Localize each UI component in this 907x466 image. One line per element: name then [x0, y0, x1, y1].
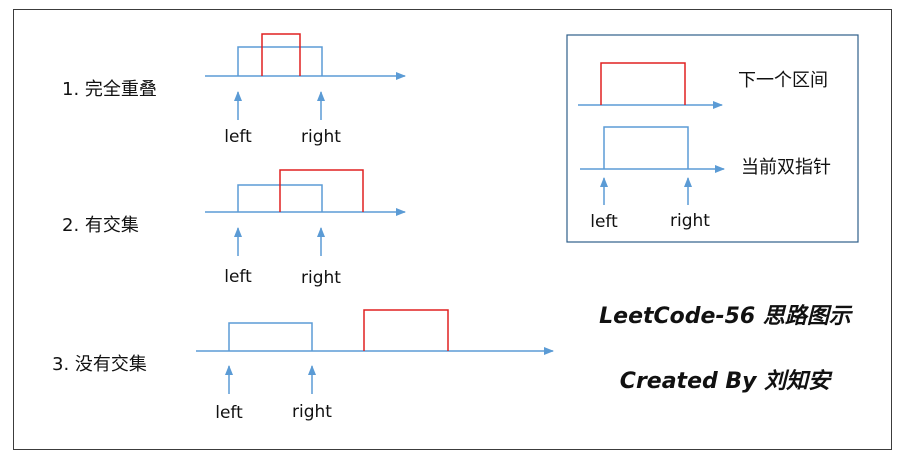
case-2-next-interval — [279, 169, 364, 212]
case-3-title: 3. 没有交集 — [52, 354, 147, 375]
caption-author: Created By 刘知安 — [620, 368, 833, 394]
case-1-current-interval — [237, 46, 323, 76]
legend-box: 下一个区间 当前双指针 left right — [566, 34, 859, 243]
legend-current-interval-swatch — [603, 126, 689, 169]
case-full-overlap: 1. 完全重叠 left right — [62, 33, 406, 147]
caption-title: LeetCode-56 思路图示 — [599, 304, 854, 329]
case-2-left-label: left — [224, 267, 252, 287]
case-1-next-interval — [261, 33, 301, 76]
case-2-right-label: right — [301, 268, 341, 288]
case-partial-overlap: 2. 有交集 left right — [62, 169, 406, 288]
legend-right-label: right — [670, 211, 710, 231]
case-2-title: 2. 有交集 — [62, 215, 139, 236]
legend-current-pointers-label: 当前双指针 — [741, 157, 831, 178]
legend-next-interval-swatch — [600, 62, 686, 105]
figure-frame — [13, 9, 892, 450]
case-3-current-interval — [228, 322, 313, 351]
case-1-left-label: left — [224, 127, 252, 147]
case-3-left-label: left — [215, 403, 243, 423]
case-3-right-label: right — [292, 402, 332, 422]
case-no-overlap: 3. 没有交集 left right — [52, 309, 554, 423]
case-1-right-label: right — [301, 127, 341, 147]
legend-border — [566, 34, 859, 243]
legend-left-label: left — [590, 212, 618, 232]
case-3-next-interval — [363, 309, 449, 351]
case-1-title: 1. 完全重叠 — [62, 79, 157, 100]
legend-next-interval-label: 下一个区间 — [738, 70, 828, 91]
